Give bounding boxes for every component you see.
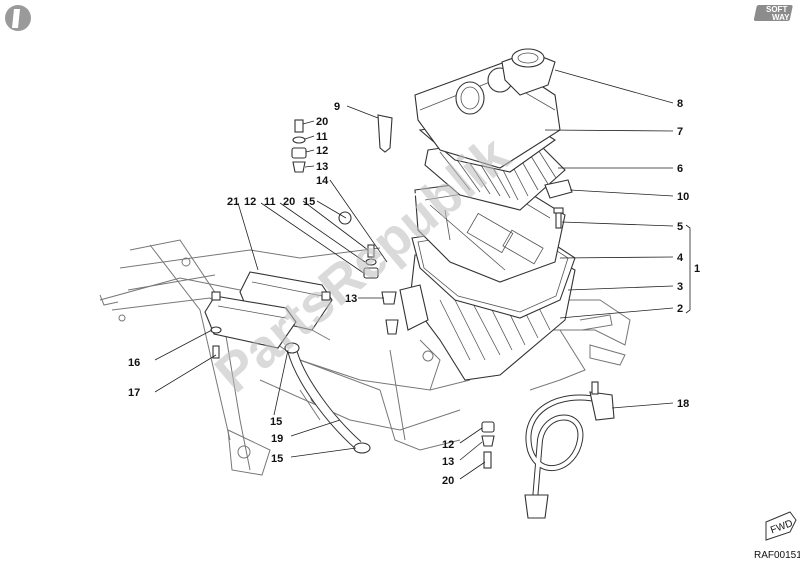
callout-15b: 15 — [270, 416, 282, 428]
callout-1: 1 — [694, 263, 700, 275]
hose-assembly-18 — [524, 381, 615, 519]
callout-15: 15 — [303, 196, 315, 208]
callout-11: 11 — [316, 131, 328, 143]
callout-20b: 20 — [283, 196, 295, 208]
screw-5 — [553, 207, 564, 229]
callout-11b: 11 — [264, 196, 276, 208]
airbox-cover — [414, 48, 561, 169]
callout-18: 18 — [677, 398, 689, 410]
callout-8: 8 — [677, 98, 683, 110]
drawing-code: RAF00151 — [754, 550, 800, 561]
callout-9: 9 — [334, 101, 340, 113]
breather-fitting — [544, 179, 573, 199]
fastener-stack-mid — [363, 244, 399, 335]
callout-14: 14 — [316, 175, 329, 187]
callout-13: 13 — [316, 161, 328, 173]
drain-hose-19 — [284, 342, 371, 454]
callout-10: 10 — [677, 191, 689, 203]
airbox-bracket — [399, 284, 429, 331]
fastener-stack-lower — [481, 421, 495, 469]
breather-pipe — [338, 191, 426, 269]
forward-direction-icon: FWD — [765, 511, 797, 541]
callout-20: 20 — [316, 116, 328, 128]
manufacturer-logo — [5, 5, 31, 31]
callout-12: 12 — [316, 145, 328, 157]
callout-12c: 12 — [442, 439, 454, 451]
callout-13b: 13 — [345, 293, 357, 305]
leader-lines — [154, 69, 674, 480]
callout-19: 19 — [271, 433, 283, 445]
callout-7: 7 — [677, 126, 683, 138]
svg-text:WAY: WAY — [772, 13, 790, 22]
callout-2: 2 — [677, 303, 683, 315]
callout-17: 17 — [128, 387, 140, 399]
callout-4: 4 — [677, 252, 684, 264]
callout-6: 6 — [677, 163, 683, 175]
resonator-21 — [204, 271, 333, 359]
callout-21: 21 — [227, 196, 239, 208]
svg-text:SOFT: SOFT — [766, 5, 787, 14]
callout-12b: 12 — [244, 196, 256, 208]
brand-badge: SOFT WAY — [753, 5, 793, 22]
callout-13c: 13 — [442, 456, 454, 468]
group-bracket-1 — [685, 224, 691, 314]
hose-clip-9 — [377, 114, 393, 153]
fastener-stack-upper — [291, 119, 307, 173]
callout-3: 3 — [677, 281, 683, 293]
callout-5: 5 — [677, 221, 683, 233]
callout-20c: 20 — [442, 475, 454, 487]
callout-15c: 15 — [271, 453, 283, 465]
callout-16: 16 — [128, 357, 140, 369]
callout-labels: 9 20 11 12 13 14 15 20 11 12 21 8 7 6 10… — [128, 98, 700, 487]
